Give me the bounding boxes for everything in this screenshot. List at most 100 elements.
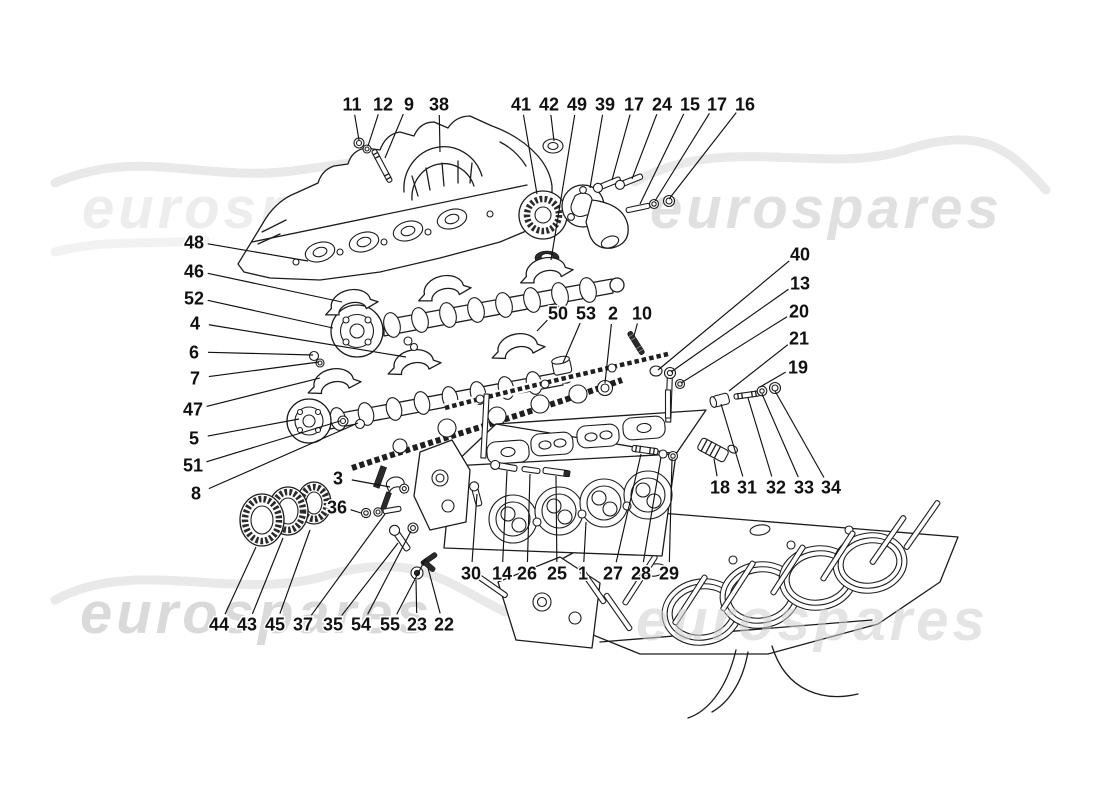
leader-line-27 xyxy=(615,453,642,563)
part-label-24: 24 xyxy=(652,95,672,115)
part-label-48: 48 xyxy=(184,233,204,253)
part-label-12: 12 xyxy=(373,95,393,115)
part-label-17: 17 xyxy=(707,95,727,115)
stud-26 xyxy=(521,465,541,475)
part-label-47: 47 xyxy=(183,400,203,420)
part-label-55: 55 xyxy=(380,615,400,635)
part-label-39: 39 xyxy=(595,95,615,115)
bolt-24 xyxy=(614,173,644,190)
leader-line-17 xyxy=(611,114,631,181)
part-label-15: 15 xyxy=(680,95,700,115)
leader-line-39 xyxy=(589,114,604,189)
part-label-30: 30 xyxy=(461,564,481,584)
leader-line-20 xyxy=(680,316,788,384)
leader-line-45 xyxy=(279,529,311,614)
stud-27 xyxy=(631,444,659,456)
leader-line-11 xyxy=(354,114,360,141)
leader-line-25 xyxy=(555,475,558,563)
stud-10 xyxy=(627,331,645,355)
leader-line-29 xyxy=(668,458,673,563)
part-label-11: 11 xyxy=(342,95,361,115)
part-label-49: 49 xyxy=(567,95,587,115)
leader-line-23 xyxy=(415,579,418,614)
leader-line-24 xyxy=(631,114,658,180)
part-label-17: 17 xyxy=(624,95,644,115)
leader-line-18 xyxy=(713,458,718,477)
part-label-2: 2 xyxy=(608,304,618,324)
part-label-20: 20 xyxy=(789,302,809,322)
part-label-19: 19 xyxy=(788,358,808,378)
part-label-14: 14 xyxy=(492,564,512,584)
cover-front-arch xyxy=(411,162,475,201)
part-label-42: 42 xyxy=(539,95,559,115)
bolt-35 xyxy=(388,524,411,552)
leader-line-4 xyxy=(208,324,407,358)
leader-line-43 xyxy=(251,537,284,615)
part-label-34: 34 xyxy=(821,478,841,498)
car-silhouette-watermark xyxy=(50,235,210,257)
leader-line-14 xyxy=(502,470,508,563)
leader-line-2 xyxy=(604,323,612,384)
fasteners xyxy=(308,137,782,580)
leader-line-37 xyxy=(310,513,386,616)
leader-line-44 xyxy=(224,546,257,615)
part-label-8: 8 xyxy=(191,484,201,504)
part-label-35: 35 xyxy=(323,615,343,635)
leader-line-42 xyxy=(550,114,555,142)
gasket-loops xyxy=(392,384,588,454)
stud-21 xyxy=(664,389,672,419)
part-label-1: 1 xyxy=(578,564,588,584)
leader-line-52 xyxy=(207,299,334,329)
bolt-14 xyxy=(490,459,518,472)
leader-line-31 xyxy=(720,403,744,477)
leader-line-21 xyxy=(728,344,789,392)
part-label-18: 18 xyxy=(710,478,730,498)
car-silhouette-watermark xyxy=(50,561,510,617)
leader-line-40 xyxy=(657,260,790,371)
part-label-16: 16 xyxy=(735,95,755,115)
leader-line-32 xyxy=(747,397,773,477)
part-label-26: 26 xyxy=(517,564,537,584)
leader-line-48 xyxy=(207,243,309,262)
bolt-17 xyxy=(592,176,622,193)
head-studs xyxy=(476,500,941,632)
water-outlet-elbow xyxy=(585,199,629,249)
part-label-32: 32 xyxy=(766,478,786,498)
leader-line-12 xyxy=(367,114,379,147)
part-label-6: 6 xyxy=(189,343,199,363)
part-label-13: 13 xyxy=(790,274,810,294)
cam-lobes xyxy=(383,277,597,338)
watermark-text-top-right: eurospares xyxy=(650,176,1003,241)
watermark-text-bottom-right: eurospares xyxy=(636,588,989,653)
part-label-41: 41 xyxy=(511,95,531,115)
leader-line-10 xyxy=(633,323,638,337)
part-label-44: 44 xyxy=(209,615,229,635)
part-label-43: 43 xyxy=(237,615,257,635)
part-label-4: 4 xyxy=(190,314,200,334)
leader-line-49 xyxy=(550,114,576,261)
leader-line-6 xyxy=(207,351,314,356)
tappet-53 xyxy=(551,355,573,376)
fitting-3 xyxy=(385,476,410,494)
seal-ring-stack xyxy=(239,481,332,547)
leader-line-17 xyxy=(654,112,710,202)
camshaft-intake xyxy=(330,277,625,358)
bushing-31 xyxy=(709,392,731,408)
nut-6 xyxy=(308,350,320,362)
diagram-artwork xyxy=(237,115,959,719)
leader-line-54 xyxy=(367,530,412,615)
part-label-38: 38 xyxy=(429,95,449,115)
leader-line-36 xyxy=(350,509,362,514)
car-silhouette-watermark xyxy=(630,135,1051,195)
part-label-10: 10 xyxy=(632,304,652,324)
part-label-52: 52 xyxy=(184,289,204,309)
part-label-23: 23 xyxy=(407,615,427,635)
leader-line-16 xyxy=(668,112,737,200)
leader-line-28 xyxy=(642,456,662,563)
part-label-31: 31 xyxy=(737,478,757,498)
part-label-40: 40 xyxy=(790,245,810,265)
valve-cover xyxy=(237,115,553,281)
part-label-45: 45 xyxy=(265,615,285,635)
spark-plug-wells xyxy=(304,208,468,263)
